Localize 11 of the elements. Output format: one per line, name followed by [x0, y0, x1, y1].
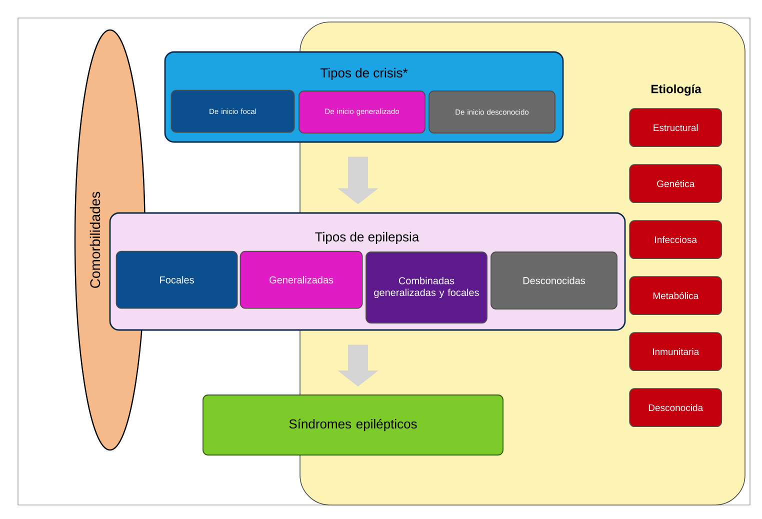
etiology-box: Metabólica — [629, 276, 722, 316]
category-box: Combinadas generalizadas y focales — [366, 252, 488, 324]
etiology-box: Inmunitaria — [629, 332, 722, 372]
etiology-box: Genética — [629, 164, 722, 204]
syndrome-box: Síndromes epilépticos — [202, 394, 504, 456]
category-box: Desconocidas — [490, 252, 618, 310]
etiology-box: Infecciosa — [629, 220, 722, 260]
category-box: Focales — [116, 250, 238, 309]
category-box: Generalizadas — [240, 250, 363, 309]
etiology-box: Desconocida — [629, 388, 722, 428]
etiology-box: Estructural — [629, 108, 722, 148]
